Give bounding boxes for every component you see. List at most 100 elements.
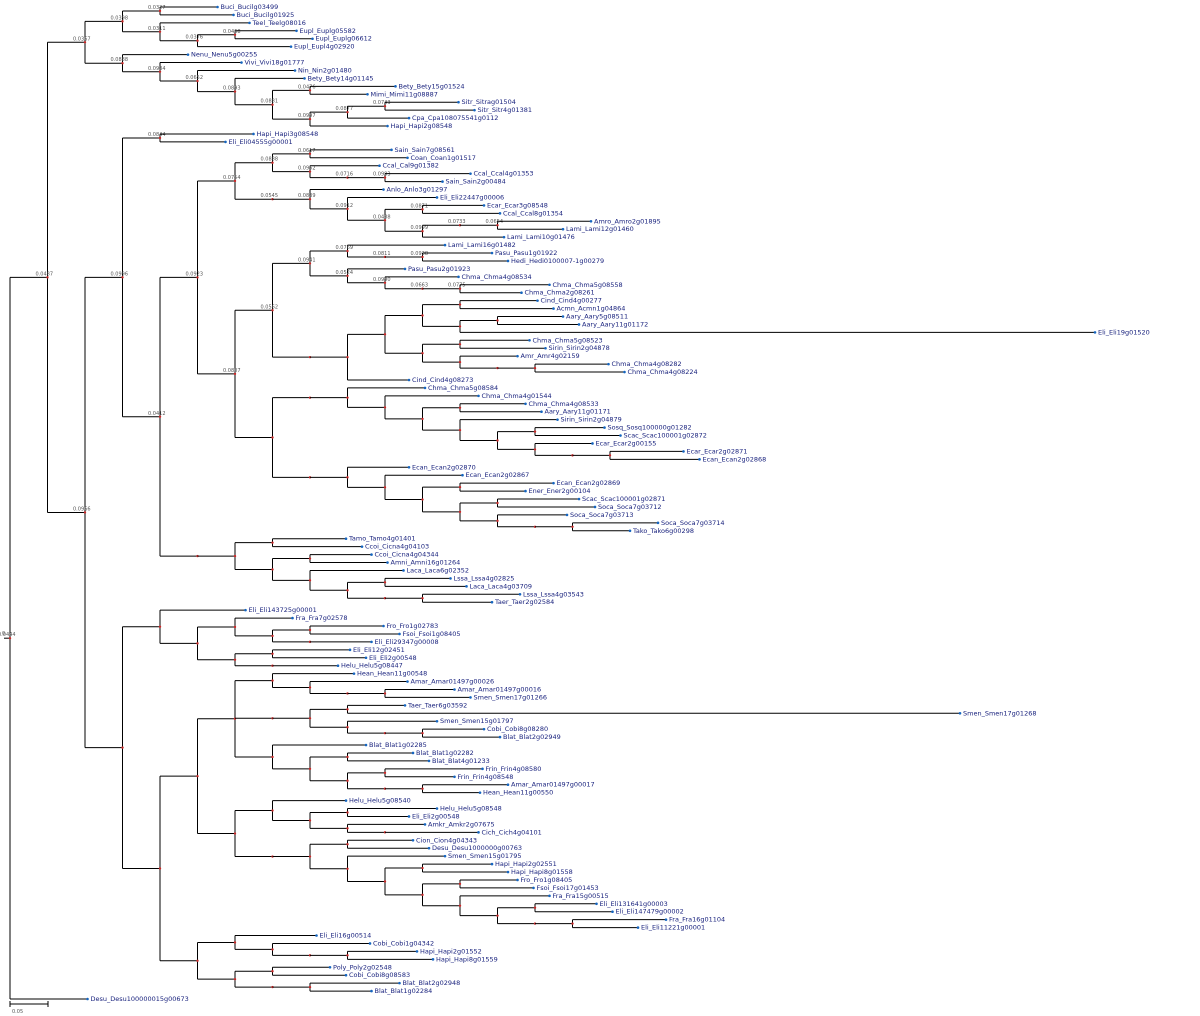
node-marker <box>383 406 387 409</box>
tip-label: Ccal_Ccal8g01354 <box>503 209 563 217</box>
node-marker <box>383 486 387 489</box>
node-marker <box>421 352 424 355</box>
node-marker <box>421 498 424 501</box>
tip-label: Tamo_Tamo4g01401 <box>348 535 416 543</box>
tip-marker <box>352 672 356 675</box>
node-marker <box>383 581 387 584</box>
node-marker <box>421 417 424 421</box>
tip-label: Sirin_Sirin2g04879 <box>561 416 622 424</box>
tip-marker <box>682 450 685 453</box>
node-marker <box>308 170 312 173</box>
node-marker <box>233 179 237 183</box>
node-marker <box>383 771 387 775</box>
tip-marker <box>502 235 506 239</box>
node-marker <box>233 625 237 629</box>
support-value: 0.0938 <box>411 251 429 257</box>
support-value: 0.0545 <box>261 193 279 199</box>
node-marker <box>496 439 499 442</box>
support-value: 0.0997 <box>298 113 316 119</box>
tip-label: Eli_Eli11221g00001 <box>641 924 705 932</box>
node-marker <box>308 628 312 632</box>
tip-marker <box>86 997 89 1001</box>
tip-label: Desu_Desu100000015g00673 <box>91 995 189 1003</box>
support-value: 0.0839 <box>298 193 316 199</box>
tip-marker <box>427 759 431 763</box>
tip-marker <box>591 442 594 445</box>
tip-label: Fsoi_Fsoi1g08405 <box>403 630 461 638</box>
node-marker <box>233 554 237 558</box>
tip-label: Sitr_Sitr4g01381 <box>478 106 533 114</box>
node-marker <box>158 70 162 73</box>
tip-label: Sosq_Sosq100000g01282 <box>608 424 692 432</box>
support-value: 0.0398 <box>111 15 129 21</box>
tip-label: Fra_Fra16g01104 <box>669 916 725 924</box>
tip-label: Chma_Chma4g08533 <box>529 400 599 408</box>
tip-marker <box>506 259 510 263</box>
support-value: 0.0652 <box>186 75 204 81</box>
node-marker <box>571 525 574 529</box>
tip-label: Chma_Chma4g01544 <box>482 392 552 400</box>
tip-marker <box>289 45 293 48</box>
tip-label: Amro_Amro2g01895 <box>594 217 661 225</box>
node-marker <box>346 355 349 359</box>
tip-label: Hapi_Hapi8g01559 <box>436 955 498 963</box>
support-value: 0.0877 <box>336 106 354 112</box>
tip-label: Fro_Fro1g02783 <box>387 622 439 630</box>
tip-marker <box>490 600 494 604</box>
tip-marker <box>386 561 389 564</box>
tip-label: Blat_Blat1g02282 <box>416 749 474 757</box>
tip-label: Eupl_Euplg06612 <box>316 35 372 43</box>
tip-marker <box>544 346 547 350</box>
tip-marker <box>589 219 593 223</box>
tip-label: Tako_Tako6g00298 <box>632 527 694 535</box>
tip-marker <box>473 108 476 112</box>
node-marker <box>308 557 312 560</box>
tip-label: Eli_Eli143725g00001 <box>249 606 317 614</box>
tip-marker <box>532 886 535 890</box>
support-value: 0.0524 <box>336 270 354 276</box>
tip-label: Ecan_Ecan2g02869 <box>557 479 621 487</box>
tip-marker <box>561 227 565 231</box>
tip-marker <box>423 823 427 826</box>
tip-marker <box>366 92 369 96</box>
tip-marker <box>370 640 373 644</box>
tip-marker <box>441 180 444 183</box>
tip-marker <box>482 727 486 731</box>
tip-marker <box>232 13 235 17</box>
node-marker <box>533 366 537 370</box>
tip-label: Smen_Smen15g01797 <box>440 717 513 725</box>
tip-label: Chma_Chma5g08558 <box>553 281 623 289</box>
tip-marker <box>453 688 456 691</box>
tip-label: Lssa_Lssa4g03543 <box>523 590 584 598</box>
node-marker <box>308 686 312 689</box>
support-value: 0.0716 <box>336 172 354 178</box>
node-marker <box>383 692 387 695</box>
node-marker <box>421 314 424 317</box>
tip-label: Lami_Lami12g01460 <box>566 225 634 233</box>
tip-label: Fra_Fra7g02578 <box>296 614 348 622</box>
tip-marker <box>291 616 294 620</box>
support-value: 0.0617 <box>298 148 316 154</box>
tip-label: Ecar_Ecar3g08548 <box>487 201 548 209</box>
tip-label: Eli_Eli19g01520 <box>1098 328 1150 336</box>
tip-marker <box>427 846 431 850</box>
node-marker <box>271 948 274 951</box>
support-value: 0.0376 <box>186 35 204 41</box>
tip-marker <box>390 148 393 152</box>
tip-marker <box>518 592 522 596</box>
node-marker <box>571 922 574 925</box>
node-marker <box>346 867 349 870</box>
support-value: 0.0311 <box>148 26 166 32</box>
tip-marker <box>364 656 368 660</box>
support-value: 0.0367 <box>73 36 91 42</box>
node-marker <box>458 510 462 514</box>
tip-label: Amar_Amar01497g00016 <box>458 685 542 693</box>
tip-marker <box>536 299 539 302</box>
node-marker <box>233 90 237 93</box>
tip-label: Chma_Chma5g08584 <box>428 384 498 392</box>
support-value: 0.0811 <box>373 251 391 257</box>
node-marker <box>346 755 349 759</box>
node-marker <box>421 787 424 790</box>
tip-marker <box>244 608 247 612</box>
node-marker <box>83 41 87 44</box>
